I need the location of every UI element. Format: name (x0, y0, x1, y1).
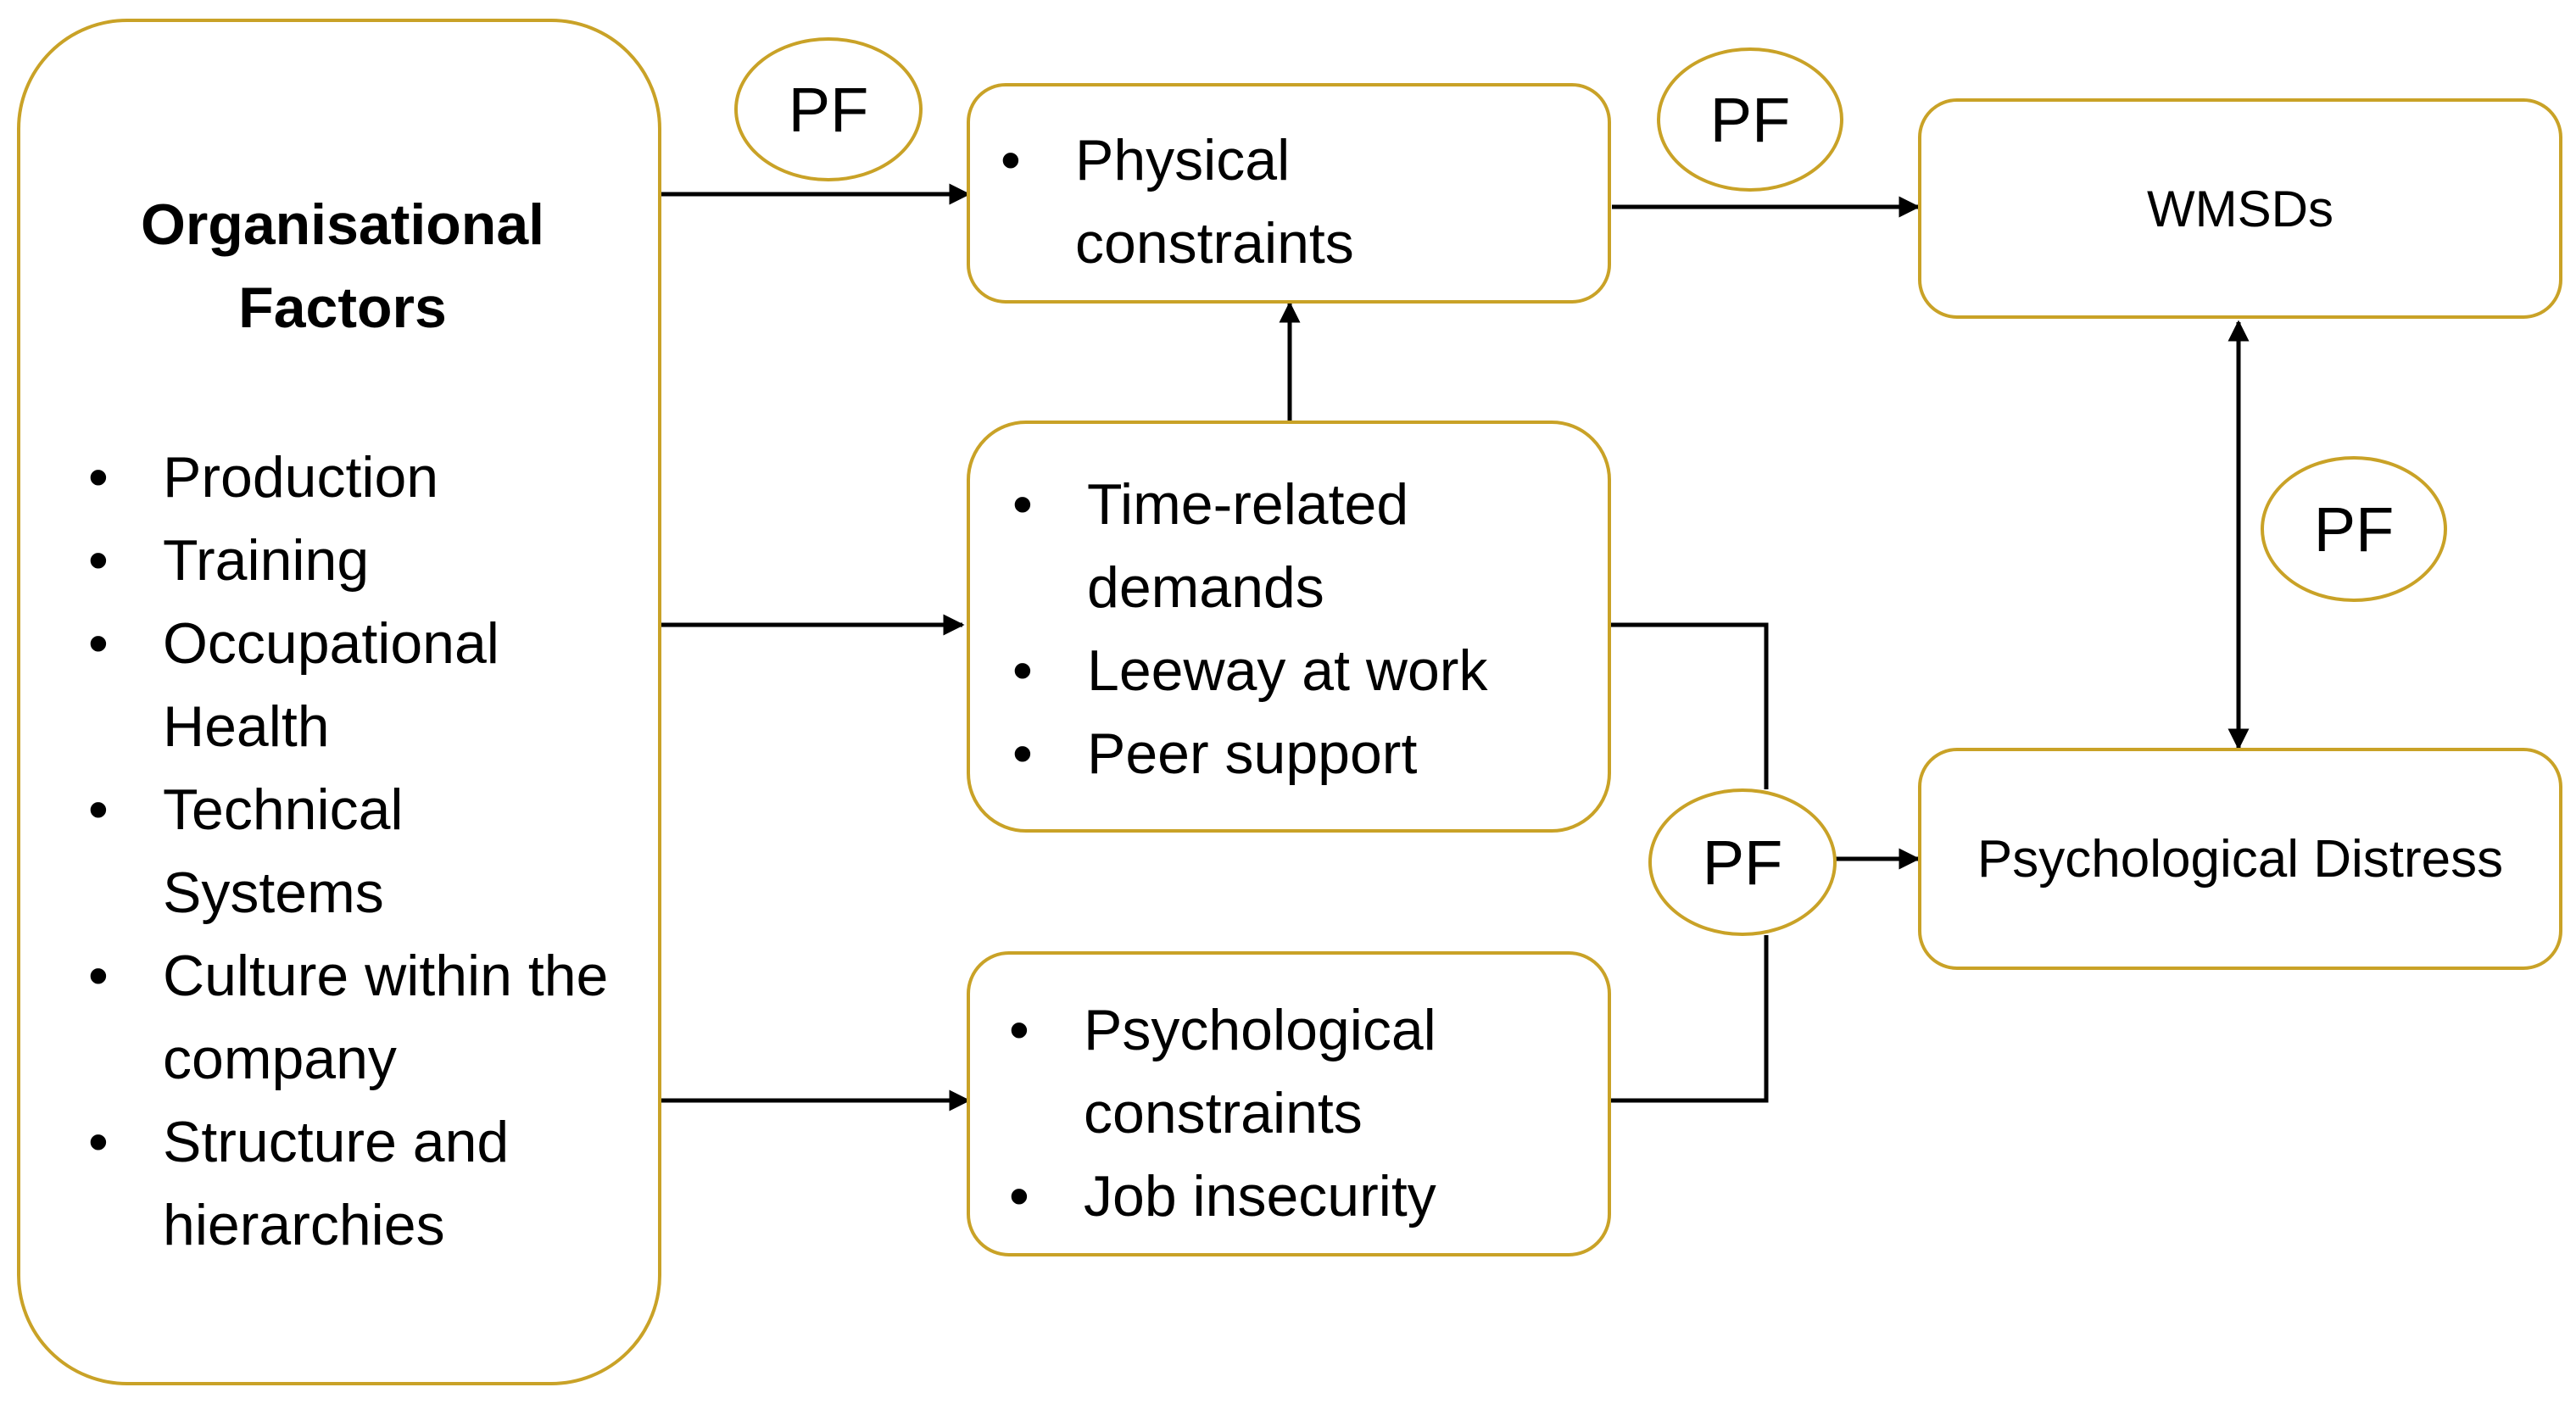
list-item: Production (54, 436, 614, 519)
psychological-constraints-list: Psychological constraints Job insecurity (975, 989, 1569, 1238)
list-item: Occupational Health (54, 602, 499, 768)
time-demands-box: Time-related demands Leeway at work Peer… (967, 421, 1611, 833)
list-item: Training (54, 519, 614, 602)
pf-ellipse-physical-wmsds: PF (1657, 47, 1843, 192)
physical-constraints-box: Physical constraints (967, 83, 1611, 304)
psychological-constraints-box: Psychological constraints Job insecurity (967, 951, 1611, 1256)
psychological-distress-box: Psychological Distress (1918, 748, 2562, 970)
list-item: Leeway at work (979, 629, 1572, 712)
wmsds-label: WMSDs (2147, 180, 2333, 237)
connector-time-to-pf (1611, 622, 1769, 789)
wmsds-box: WMSDs (1918, 98, 2562, 319)
list-item: Time-related demands (979, 463, 1443, 629)
physical-constraints-list: Physical constraints (967, 119, 1492, 285)
list-item: Technical Systems (54, 768, 443, 934)
list-item: Physical constraints (967, 119, 1389, 285)
list-item: Culture within the company (54, 934, 621, 1100)
organisational-factors-list: Production Training Occupational Health … (54, 436, 614, 1267)
pf-ellipse-to-distress: PF (1648, 788, 1837, 936)
organisational-factors-box: Organisational Factors Production Traini… (17, 19, 661, 1385)
pf-ellipse-org-physical: PF (734, 37, 923, 181)
list-item: Job insecurity (975, 1155, 1569, 1238)
connector-psych-to-pf (1611, 935, 1769, 1103)
list-item: Structure and hierarchies (54, 1100, 587, 1267)
psychological-distress-label: Psychological Distress (1977, 829, 2504, 889)
list-item: Psychological constraints (975, 989, 1474, 1155)
organisational-factors-title: Organisational Factors (140, 192, 545, 340)
list-item: Peer support (979, 712, 1572, 795)
pf-ellipse-wmsds-distress: PF (2261, 456, 2447, 602)
time-demands-list: Time-related demands Leeway at work Peer… (979, 463, 1572, 795)
